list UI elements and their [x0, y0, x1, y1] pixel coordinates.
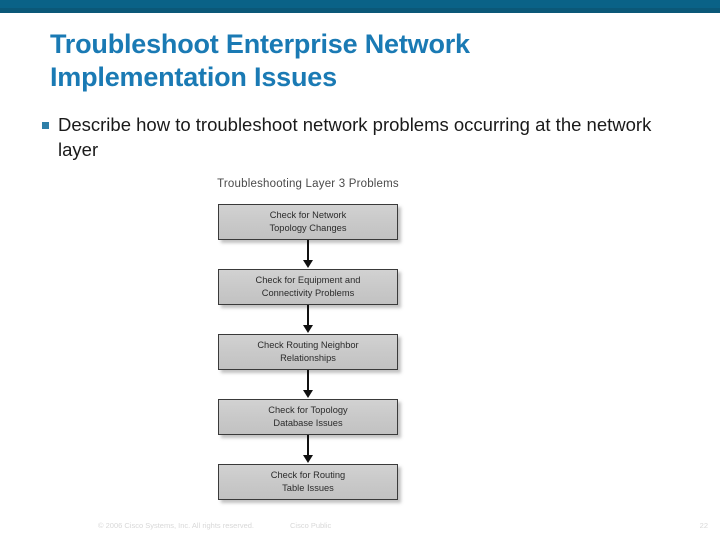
flow-arrow-1	[302, 240, 314, 269]
arrow-stem	[307, 370, 309, 392]
arrow-head-down-icon	[303, 390, 313, 398]
page-title-line2: Implementation Issues	[50, 61, 337, 92]
flowchart-step-3: Check Routing Neighbor Relationships	[218, 334, 398, 370]
flowchart-step-1: Check for Network Topology Changes	[218, 204, 398, 240]
footer-copyright: © 2006 Cisco Systems, Inc. All rights re…	[98, 521, 255, 530]
flow-arrow-3	[302, 370, 314, 399]
page-title: Troubleshoot Enterprise Network Implemen…	[50, 28, 690, 94]
flowchart-step-2: Check for Equipment and Connectivity Pro…	[218, 269, 398, 305]
flowchart-step-1-line1: Check for Network	[269, 209, 347, 220]
arrow-head-down-icon	[303, 325, 313, 333]
arrow-stem	[307, 240, 309, 262]
flowchart-step-2-line2: Connectivity Problems	[261, 288, 355, 298]
top-banner	[0, 0, 720, 13]
flowchart-step-5: Check for Routing Table Issues	[218, 464, 398, 500]
footer-page-number: 22	[699, 521, 708, 530]
flowchart-steps: Check for Network Topology Changes Check…	[183, 204, 433, 500]
flowchart-step-4-line2: Database Issues	[273, 418, 343, 428]
flow-arrow-4	[302, 435, 314, 464]
flowchart-step-2-line1: Check for Equipment and	[255, 274, 361, 285]
flowchart-step-5-line2: Table Issues	[282, 483, 334, 493]
arrow-stem	[307, 305, 309, 327]
flowchart-step-4-line1: Check for Topology	[268, 404, 348, 415]
bullet-item: Describe how to troubleshoot network pro…	[42, 113, 662, 162]
slide-footer: © 2006 Cisco Systems, Inc. All rights re…	[0, 520, 720, 534]
banner-stripe	[0, 8, 720, 13]
flowchart-step-3-line2: Relationships	[280, 353, 336, 363]
arrow-stem	[307, 435, 309, 457]
page-title-line1: Troubleshoot Enterprise Network	[50, 29, 470, 59]
arrow-head-down-icon	[303, 455, 313, 463]
flowchart-step-3-line1: Check Routing Neighbor	[257, 339, 359, 350]
flowchart-diagram: Troubleshooting Layer 3 Problems Check f…	[183, 178, 433, 500]
flowchart-step-5-line1: Check for Routing	[270, 469, 346, 480]
flowchart-title: Troubleshooting Layer 3 Problems	[217, 178, 399, 190]
footer-classification: Cisco Public	[290, 521, 332, 530]
bullet-item-label: Describe how to troubleshoot network pro…	[58, 114, 652, 160]
flow-arrow-2	[302, 305, 314, 334]
arrow-head-down-icon	[303, 260, 313, 268]
bullet-square-icon	[42, 122, 49, 129]
flowchart-step-1-line2: Topology Changes	[269, 223, 347, 233]
flowchart-step-4: Check for Topology Database Issues	[218, 399, 398, 435]
